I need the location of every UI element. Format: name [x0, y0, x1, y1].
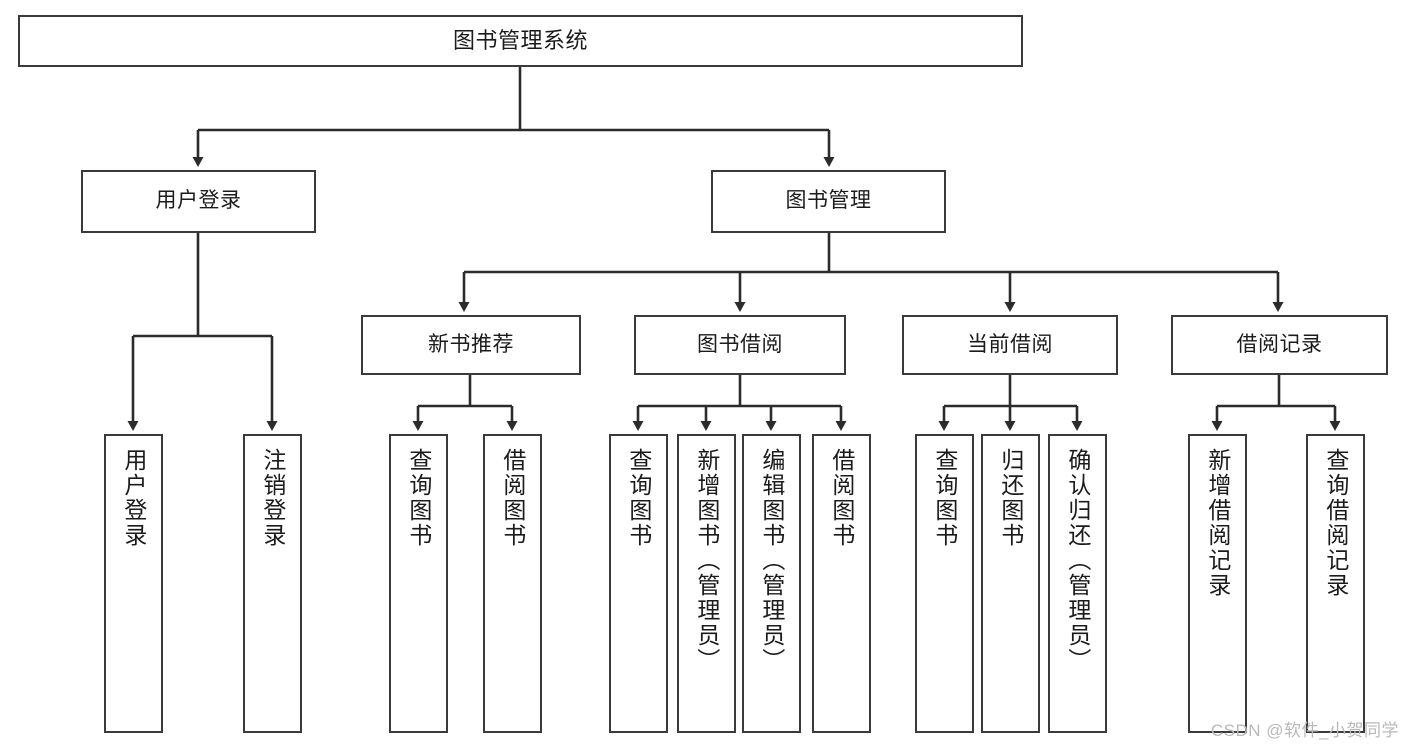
node-book-borrow-label: 图书借阅: [697, 332, 783, 356]
node-leaf-query-book-1[interactable]: 查询图书: [389, 434, 448, 733]
node-root[interactable]: 图书管理系统: [18, 15, 1023, 67]
node-leaf-borrow-book-2[interactable]: 借阅图书: [812, 434, 871, 733]
node-leaf-user-login[interactable]: 用户登录: [104, 434, 163, 733]
node-borrow-record[interactable]: 借阅记录: [1171, 315, 1388, 375]
node-book-borrow[interactable]: 图书借阅: [634, 315, 846, 375]
node-root-label: 图书管理系统: [452, 28, 588, 54]
node-leaf-add-record-label: 新增借阅记录: [1204, 448, 1231, 598]
node-leaf-confirm-return-label: 确认归还（管理员）: [1064, 448, 1091, 673]
node-leaf-query-record-label: 查询借阅记录: [1322, 448, 1349, 598]
node-leaf-add-record[interactable]: 新增借阅记录: [1188, 434, 1247, 733]
node-leaf-logout[interactable]: 注销登录: [243, 434, 302, 733]
node-book-manage-label: 图书管理: [785, 189, 872, 213]
node-leaf-add-book[interactable]: 新增图书（管理员）: [677, 434, 736, 733]
watermark: CSDN @软件_小贺同学: [1210, 721, 1399, 740]
node-user-login-label: 用户登录: [155, 189, 242, 213]
node-borrow-record-label: 借阅记录: [1236, 332, 1323, 356]
node-current-borrow[interactable]: 当前借阅: [902, 315, 1118, 375]
node-leaf-query-book-1-label: 查询图书: [405, 448, 432, 548]
node-leaf-user-login-label: 用户登录: [120, 448, 147, 548]
node-leaf-query-book-2-label: 查询图书: [625, 448, 652, 548]
node-leaf-borrow-book-1[interactable]: 借阅图书: [483, 434, 542, 733]
node-leaf-edit-book-label: 编辑图书（管理员）: [758, 448, 785, 673]
node-leaf-query-book-3[interactable]: 查询图书: [915, 434, 974, 733]
node-new-book-recommend-label: 新书推荐: [428, 332, 514, 356]
node-leaf-query-book-3-label: 查询图书: [931, 448, 958, 548]
node-new-book-recommend[interactable]: 新书推荐: [361, 315, 581, 375]
node-leaf-confirm-return[interactable]: 确认归还（管理员）: [1048, 434, 1107, 733]
node-leaf-return-book-label: 归还图书: [997, 448, 1024, 548]
node-current-borrow-label: 当前借阅: [967, 332, 1053, 356]
node-user-login[interactable]: 用户登录: [81, 170, 316, 233]
node-leaf-query-book-2[interactable]: 查询图书: [609, 434, 668, 733]
node-leaf-logout-label: 注销登录: [259, 448, 286, 548]
node-leaf-add-book-label: 新增图书（管理员）: [693, 448, 720, 673]
node-leaf-edit-book[interactable]: 编辑图书（管理员）: [742, 434, 801, 733]
node-leaf-borrow-book-1-label: 借阅图书: [499, 448, 526, 548]
node-leaf-return-book[interactable]: 归还图书: [981, 434, 1040, 733]
node-book-manage[interactable]: 图书管理: [711, 170, 946, 233]
node-leaf-query-record[interactable]: 查询借阅记录: [1306, 434, 1365, 733]
node-leaf-borrow-book-2-label: 借阅图书: [828, 448, 855, 548]
